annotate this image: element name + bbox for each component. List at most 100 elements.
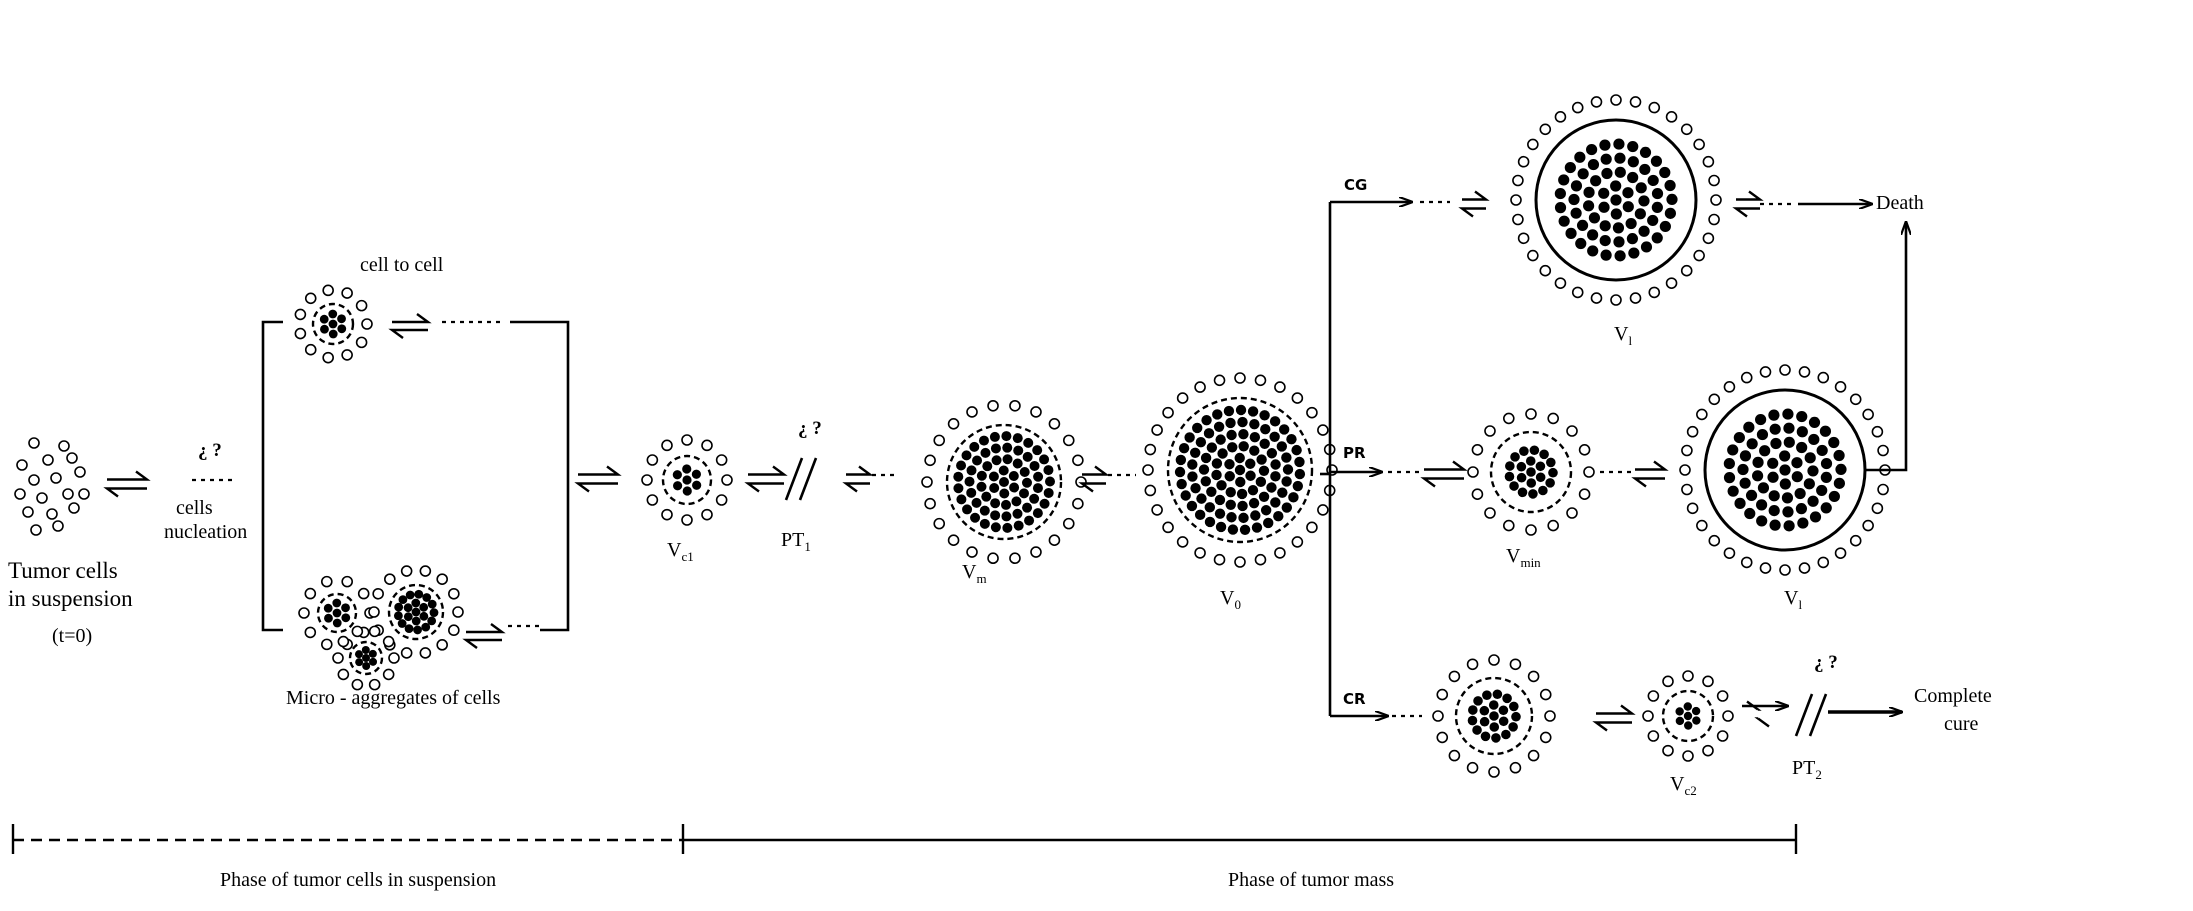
tumor-cell-dot [1498, 716, 1509, 727]
free-cell [1436, 688, 1449, 701]
free-cell [1317, 424, 1329, 436]
tumor-cell-dot [1269, 431, 1280, 442]
tumor-cell-dot [1576, 219, 1589, 232]
tumor-cell-dot [1828, 436, 1840, 449]
tumor-cell-dot [1276, 441, 1288, 452]
tumor-cell-dot [1675, 707, 1684, 716]
tumor-cell-dot [1516, 472, 1527, 483]
tumor-cell-dot [1613, 138, 1625, 150]
free-cell [701, 439, 713, 452]
cr-label: CR [1343, 690, 1366, 708]
tumor-cell-dot [1259, 438, 1270, 450]
free-cell [1194, 381, 1206, 393]
free-cell [1466, 658, 1479, 671]
tumor-cell-dot [1492, 689, 1503, 700]
free-cell [1554, 111, 1567, 123]
free-cell [1681, 444, 1693, 457]
tumor-cell-dot [971, 497, 982, 508]
free-cell [1590, 96, 1603, 108]
tumor-cell-dot [1804, 452, 1816, 464]
tumor-cell-dot [1186, 500, 1198, 512]
tumor-cell-dot [1587, 229, 1599, 241]
tumor-cell-dot [1622, 187, 1634, 199]
tumor-cell-dot [1601, 167, 1613, 180]
tumor-cell-dot [1638, 195, 1650, 207]
tumor-cell-dot [1598, 187, 1610, 199]
tumor-cell-dot [1238, 512, 1249, 524]
free-cell [321, 638, 333, 651]
tumor-cell-dot [1196, 493, 1207, 504]
tumor-cell-dot [361, 646, 370, 655]
vc2-cluster [1642, 670, 1734, 762]
tumor-cell-dot [1236, 488, 1248, 500]
tumor-cell-dot [1011, 496, 1022, 507]
cluster-boundary [945, 423, 1063, 541]
tumor-cell-dot [1239, 524, 1251, 535]
tumor-cell-dot [1779, 464, 1791, 476]
cluster-boundary [1489, 430, 1573, 514]
tumor-cell-dot [1216, 480, 1227, 491]
tumor-cell-dot [989, 431, 1000, 442]
tumor-cell-dot [1803, 478, 1815, 490]
tumor-cell-dot [1013, 445, 1024, 456]
tumor-cell-dot [1796, 426, 1808, 438]
tumor-cell-dot [1043, 465, 1054, 476]
tumor-cell-dot [682, 486, 692, 496]
free-cell [22, 506, 34, 518]
free-cell [1571, 101, 1584, 114]
tumor-cell-dot [1614, 152, 1626, 164]
tumor-cell-dot [1044, 476, 1055, 487]
tumor-cell-dot [1782, 506, 1794, 518]
free-cell [321, 575, 333, 588]
cell-to-cell-label: cell to cell [360, 254, 444, 276]
free-cell [1448, 749, 1461, 762]
tumor-cell-dot [1009, 482, 1020, 493]
tumor-cell-dot [1002, 442, 1013, 453]
free-cell [1009, 552, 1021, 565]
free-cell [924, 497, 936, 510]
cluster-boundary [1534, 118, 1698, 282]
tumor-cell-dot [1200, 452, 1212, 464]
free-cell [701, 508, 713, 521]
tumor-cell-dot [1211, 458, 1223, 469]
tumor-cell-dot [1238, 441, 1249, 452]
tumor-cell-dot [1558, 174, 1570, 186]
tumor-cell-dot [1480, 731, 1491, 742]
tumor-cell-dot [1598, 201, 1610, 213]
tumor-cell-dot [1675, 716, 1685, 726]
free-cell [1696, 519, 1708, 532]
tumor-cell-dot [1574, 151, 1586, 163]
tumor-cell-dot [1281, 452, 1292, 463]
tumor-cell-dot [1647, 214, 1659, 227]
tumor-cell-dot [1192, 422, 1203, 434]
tumor-cell-dot [1245, 470, 1256, 481]
tumor-cell-dot [1472, 725, 1482, 735]
pt1-break-b [798, 457, 818, 501]
pr-death-path [1866, 222, 1906, 472]
tumor-cell-dot [976, 481, 987, 492]
tumor-cell-dot [999, 477, 1009, 487]
tumor-cell-dot [1634, 208, 1646, 220]
free-cell [1072, 497, 1084, 510]
tumor-cell-dot [411, 616, 421, 626]
tumor-cell-dot [1043, 487, 1054, 498]
free-cell [1527, 249, 1539, 262]
free-cell [721, 474, 733, 486]
tumor-cell-dot [1002, 522, 1013, 533]
tumor-cell-dot [1727, 444, 1739, 456]
free-cell [681, 514, 693, 526]
eq-arrow-vm-v0 [1078, 465, 1110, 493]
tumor-cell-dot [1651, 187, 1664, 200]
tumor-cell-dot [1783, 436, 1795, 448]
tumor-cell-dot [1691, 706, 1701, 716]
tumor-cell-dot [1278, 424, 1290, 435]
free-cell [1213, 553, 1226, 566]
tumor-cell-dot [1281, 502, 1293, 513]
tumor-cell-dot [1723, 472, 1736, 484]
tumor-cell-dot [1023, 437, 1034, 448]
tumor-cell-dot [1001, 511, 1012, 522]
tumor-cell-dot [328, 329, 338, 339]
free-cell [715, 494, 728, 506]
free-cell [646, 494, 659, 506]
tumor-cell-dot [1281, 476, 1292, 487]
